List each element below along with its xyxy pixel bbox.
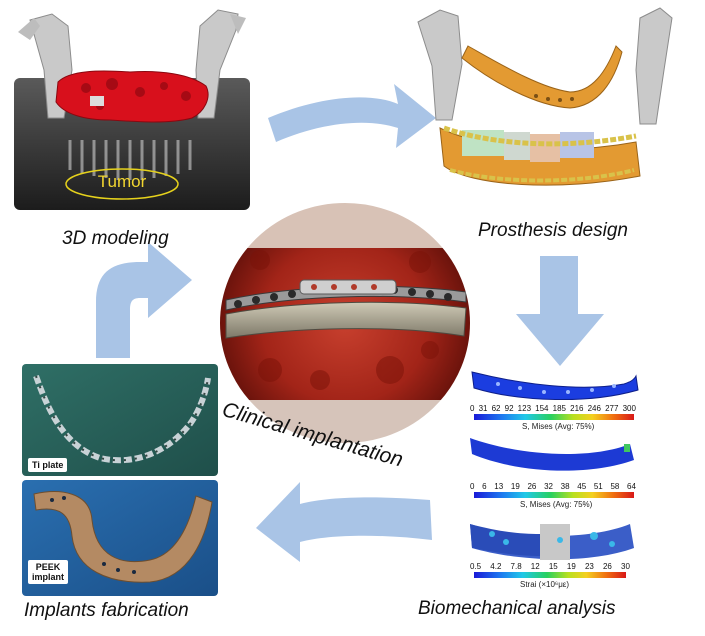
caption-prosthesis-design: Prosthesis design — [478, 220, 628, 241]
fea-scale3-tick: 30 — [621, 562, 630, 571]
fea-scale1-tick: 154 — [535, 404, 549, 413]
fea-scale2-title: S, Mises (Avg: 75%) — [520, 500, 593, 509]
design-panel — [417, 7, 673, 186]
fea-scale3-tick: 4.2 — [490, 562, 502, 571]
ti-plate-photo — [22, 364, 218, 476]
peek-tag-line2: implant — [32, 572, 65, 582]
tumor-label: Tumor — [97, 172, 147, 191]
fea-scale3-tick: 0.5 — [470, 562, 482, 571]
arrow-fabrication-to-clinical — [96, 242, 192, 358]
caption-implants-fabrication: Implants fabrication — [24, 600, 189, 621]
fea-scale1-ticks: 0 31 62 92 123 154 185 216 246 277 300 — [470, 404, 636, 413]
fea-scale2-colorbar — [474, 492, 634, 498]
fea-scale1-tick: 92 — [504, 404, 514, 413]
fea-scale1-tick: 31 — [478, 404, 488, 413]
fea-scale3-ticks: 0.5 4.2 7.8 12 15 19 23 26 30 — [470, 562, 630, 571]
ti-plate-tag: Ti plate — [28, 458, 68, 472]
caption-3d-modeling: 3D modeling — [62, 228, 169, 249]
peek-implant-photo — [22, 480, 218, 596]
fea-scale2-tick: 51 — [593, 482, 603, 491]
tumor-outline — [65, 168, 179, 200]
design-plate-upper — [461, 45, 623, 109]
tumor-mass — [55, 70, 209, 123]
fea-scale2-tick: 0 — [470, 482, 475, 491]
fea-scale1-tick: 246 — [587, 404, 601, 413]
fea-scale2-tick: 58 — [610, 482, 620, 491]
fea-scale2-tick: 45 — [577, 482, 587, 491]
fea-scale1-tick: 123 — [517, 404, 532, 413]
peek-tag-line1: PEEK — [35, 562, 61, 572]
fea-scale3-tick: 26 — [602, 562, 612, 571]
fea-scale3-tick: 15 — [548, 562, 558, 571]
peek-implant-tag: PEEK implant — [28, 560, 69, 584]
fea-scale1-tick: 62 — [491, 404, 501, 413]
fea-scale1-tick: 185 — [552, 404, 566, 413]
caption-biomechanical-analysis: Biomechanical analysis — [418, 598, 616, 619]
fea-scale1-tick: 300 — [622, 404, 636, 413]
fea-scale3-tick: 23 — [584, 562, 594, 571]
fea-scale2-tick: 19 — [510, 482, 520, 491]
analysis-panel — [470, 371, 639, 560]
fea-scale1-tick: 277 — [605, 404, 619, 413]
fea-scale2-tick: 13 — [494, 482, 504, 491]
peek-bar — [225, 301, 467, 339]
fea-scale3-tick: 12 — [530, 562, 540, 571]
fea-scale2-tick: 38 — [560, 482, 570, 491]
fea-scale1-tick: 216 — [570, 404, 584, 413]
modeling-panel — [14, 9, 250, 210]
fea-scale3-title: Strai (×10⁶με) — [520, 580, 570, 589]
fea-scale1-tick: 0 — [470, 404, 475, 413]
fea-scale2-tick: 6 — [482, 482, 487, 491]
fea-scale1-colorbar — [474, 414, 634, 420]
fea-scale3-tick: 7.8 — [510, 562, 522, 571]
fea-scale2-tick: 26 — [527, 482, 537, 491]
fea-scale2-tick: 64 — [627, 482, 636, 491]
fea-scale3-colorbar — [474, 572, 626, 578]
fea-scale2-ticks: 0 6 13 19 26 32 38 45 51 58 64 — [470, 482, 636, 491]
fea-scale1-title: S, Mises (Avg: 75%) — [522, 422, 595, 431]
arrow-design-to-analysis — [516, 256, 604, 366]
arrow-analysis-to-fabrication — [256, 482, 432, 562]
arrow-modeling-to-design — [268, 84, 436, 148]
fea-scale3-tick: 19 — [566, 562, 576, 571]
fea-scale2-tick: 32 — [544, 482, 553, 491]
